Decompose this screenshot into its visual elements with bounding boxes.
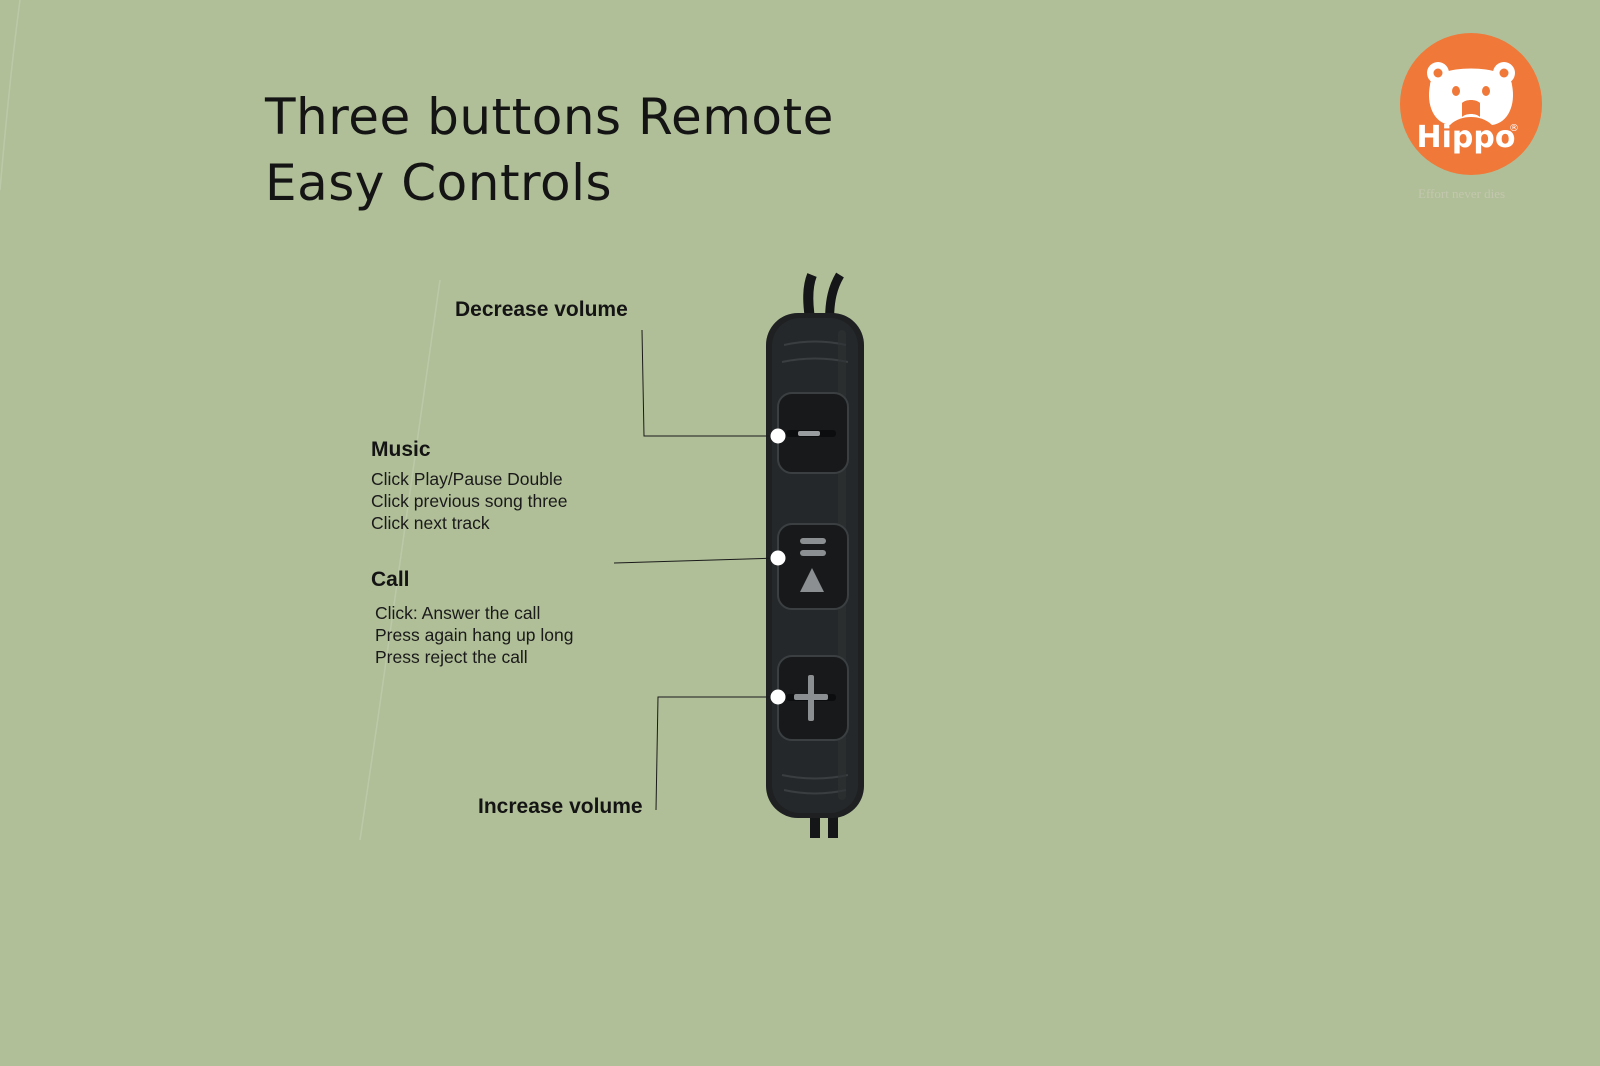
increase-volume-dot — [770, 689, 786, 705]
music-call-dot — [770, 550, 786, 566]
music-line: Click Play/Pause Double — [371, 469, 563, 489]
increase-volume-label: Increase volume — [478, 795, 643, 818]
cable-bottom — [810, 800, 838, 838]
brand-tagline: Effort never dies — [1418, 186, 1506, 201]
play-pause-button[interactable] — [777, 523, 849, 610]
title-line-1: Three buttons Remote — [265, 88, 834, 146]
title-line-2: Easy Controls — [265, 154, 613, 212]
leader-lines — [613, 329, 779, 811]
registered-mark: ® — [1509, 123, 1519, 134]
page-title: Three buttons Remote Easy Controls — [265, 84, 834, 216]
call-description: Click: Answer the call Press again hang … — [375, 602, 573, 668]
music-line: Click previous song three — [371, 491, 568, 511]
music-heading: Music — [371, 438, 431, 461]
hippo-logo: Hippo ® — [1400, 33, 1542, 175]
music-line: Click next track — [371, 513, 490, 533]
call-line: Press reject the call — [375, 647, 528, 667]
call-line: Press again hang up long — [375, 625, 574, 645]
call-heading: Call — [371, 568, 410, 591]
decrease-volume-dot — [770, 428, 786, 444]
plus-button[interactable] — [777, 655, 849, 741]
call-line: Click: Answer the call — [375, 603, 541, 623]
brand-name: Hippo — [1417, 120, 1516, 155]
minus-button[interactable] — [777, 392, 849, 474]
decrease-volume-label: Decrease volume — [455, 298, 628, 321]
music-description: Click Play/Pause Double Click previous s… — [371, 468, 567, 534]
